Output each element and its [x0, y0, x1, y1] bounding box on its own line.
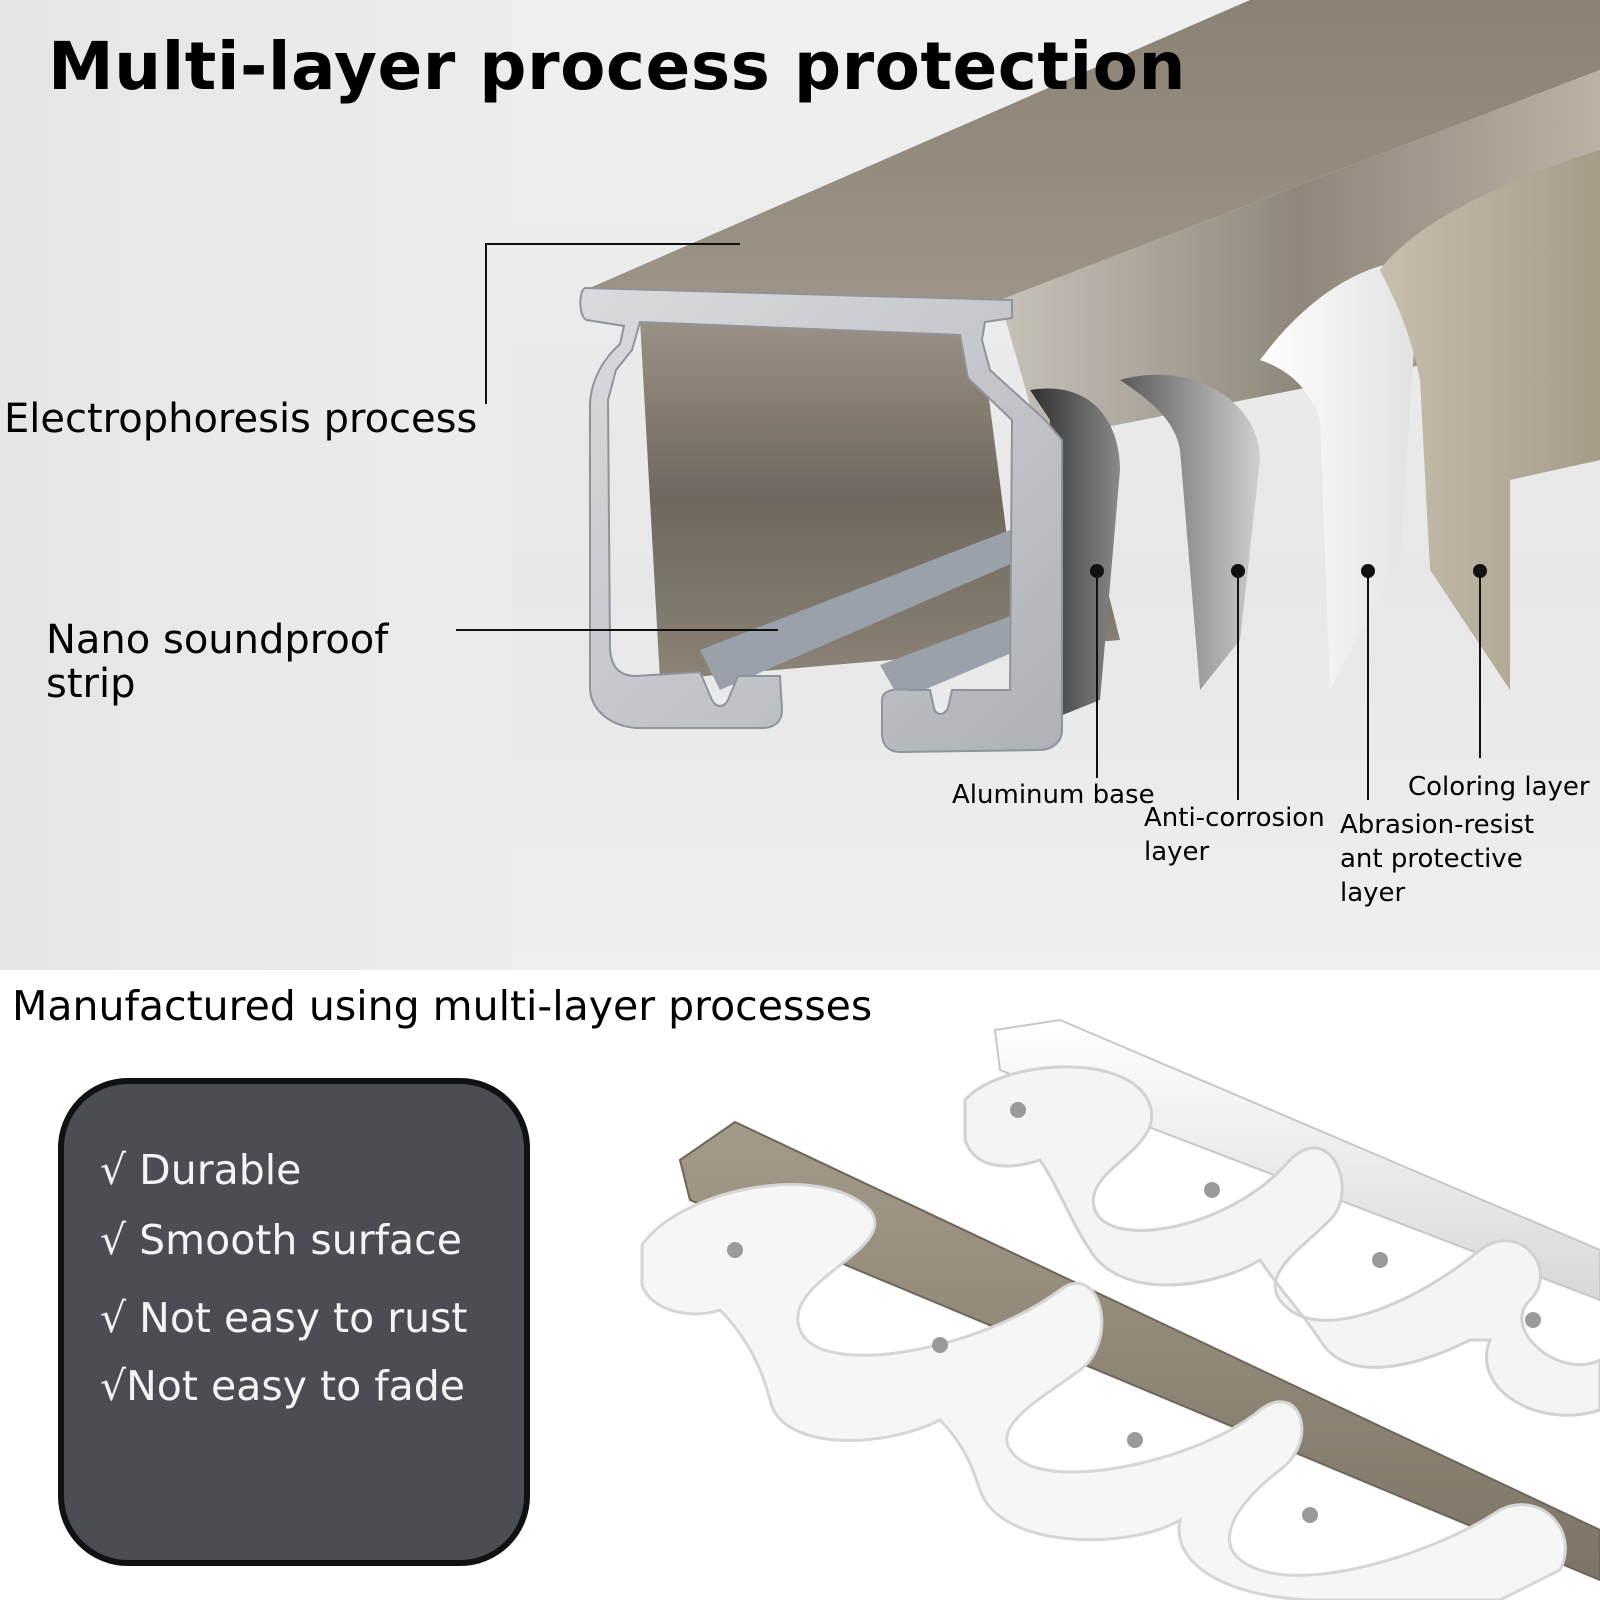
callout-nano-line2: strip [46, 661, 136, 707]
callout-coloring-layer: Coloring layer [1408, 772, 1590, 802]
rail-cross-section-illustration [456, 0, 1600, 800]
feature-box: √ Durable √ Smooth surface √ Not easy to… [58, 1078, 530, 1566]
callout-abrasion-line2: ant protective [1340, 844, 1523, 874]
feature-smooth-surface: √ Smooth surface [100, 1216, 462, 1264]
feature-not-easy-to-fade: √Not easy to fade [100, 1362, 465, 1410]
callout-electrophoresis: Electrophoresis process [4, 396, 478, 442]
callout-nano-line1: Nano soundproof [46, 617, 389, 663]
curtain-rails-illustration [640, 1018, 1600, 1600]
page-title: Multi-layer process protection [48, 28, 1186, 105]
callout-anti-corrosion-line2: layer [1144, 837, 1210, 867]
feature-durable: √ Durable [100, 1146, 302, 1194]
callout-nano-soundproof-strip: Nano soundproof strip [46, 618, 388, 706]
callout-abrasion-resistant-layer: Abrasion-resist ant protective layer [1340, 808, 1534, 910]
callout-abrasion-line3: layer [1340, 878, 1406, 908]
callout-aluminum-base: Aluminum base [952, 780, 1155, 810]
callout-abrasion-line1: Abrasion-resist [1340, 810, 1535, 840]
callout-anti-corrosion-layer: Anti-corrosion layer [1144, 801, 1325, 869]
callout-anti-corrosion-line1: Anti-corrosion [1144, 803, 1325, 833]
section-subtitle: Manufactured using multi-layer processes [12, 982, 873, 1030]
feature-not-easy-to-rust: √ Not easy to rust [100, 1294, 468, 1342]
feature-list: √ Durable √ Smooth surface √ Not easy to… [100, 1146, 468, 1410]
